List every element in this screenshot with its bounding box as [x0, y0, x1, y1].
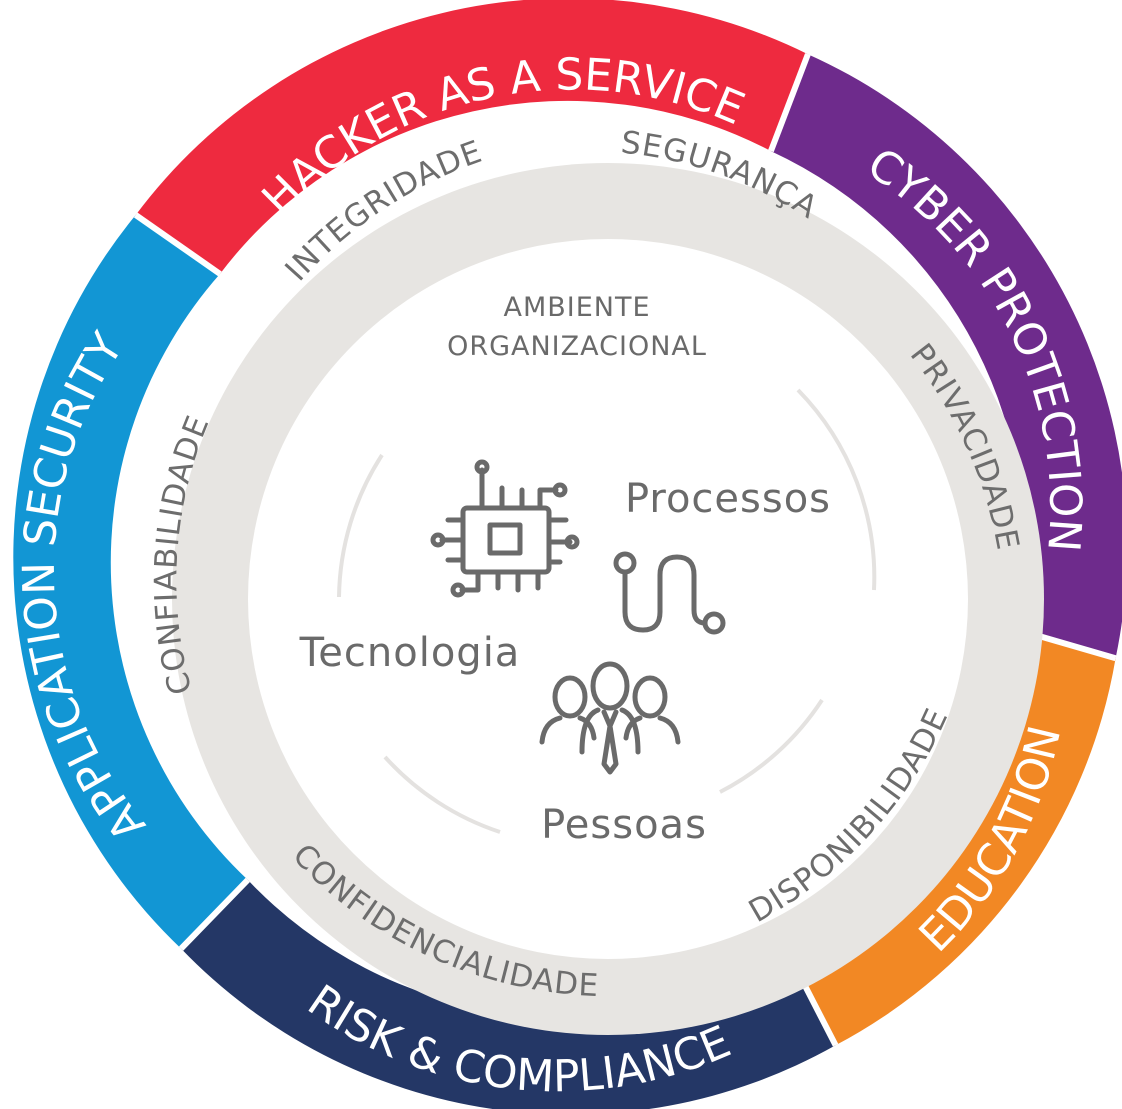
path-icon	[613, 551, 726, 635]
people-icon	[539, 661, 681, 775]
ring-segment-risk-compliance	[181, 879, 836, 1109]
center-title-line2: ORGANIZACIONAL	[447, 331, 707, 362]
ring-segment-application-security	[13, 215, 248, 949]
center-label-processos: Processos	[625, 476, 831, 522]
chip-icon	[430, 459, 580, 598]
center-label-pessoas: Pessoas	[541, 802, 707, 848]
center-arcs	[337, 388, 877, 834]
center-label-tecnologia: Tecnologia	[299, 630, 521, 676]
ring-segment-hacker-as-a-service	[135, 0, 808, 274]
center-title-line1: AMBIENTE	[503, 292, 650, 323]
center-disc	[248, 239, 968, 959]
